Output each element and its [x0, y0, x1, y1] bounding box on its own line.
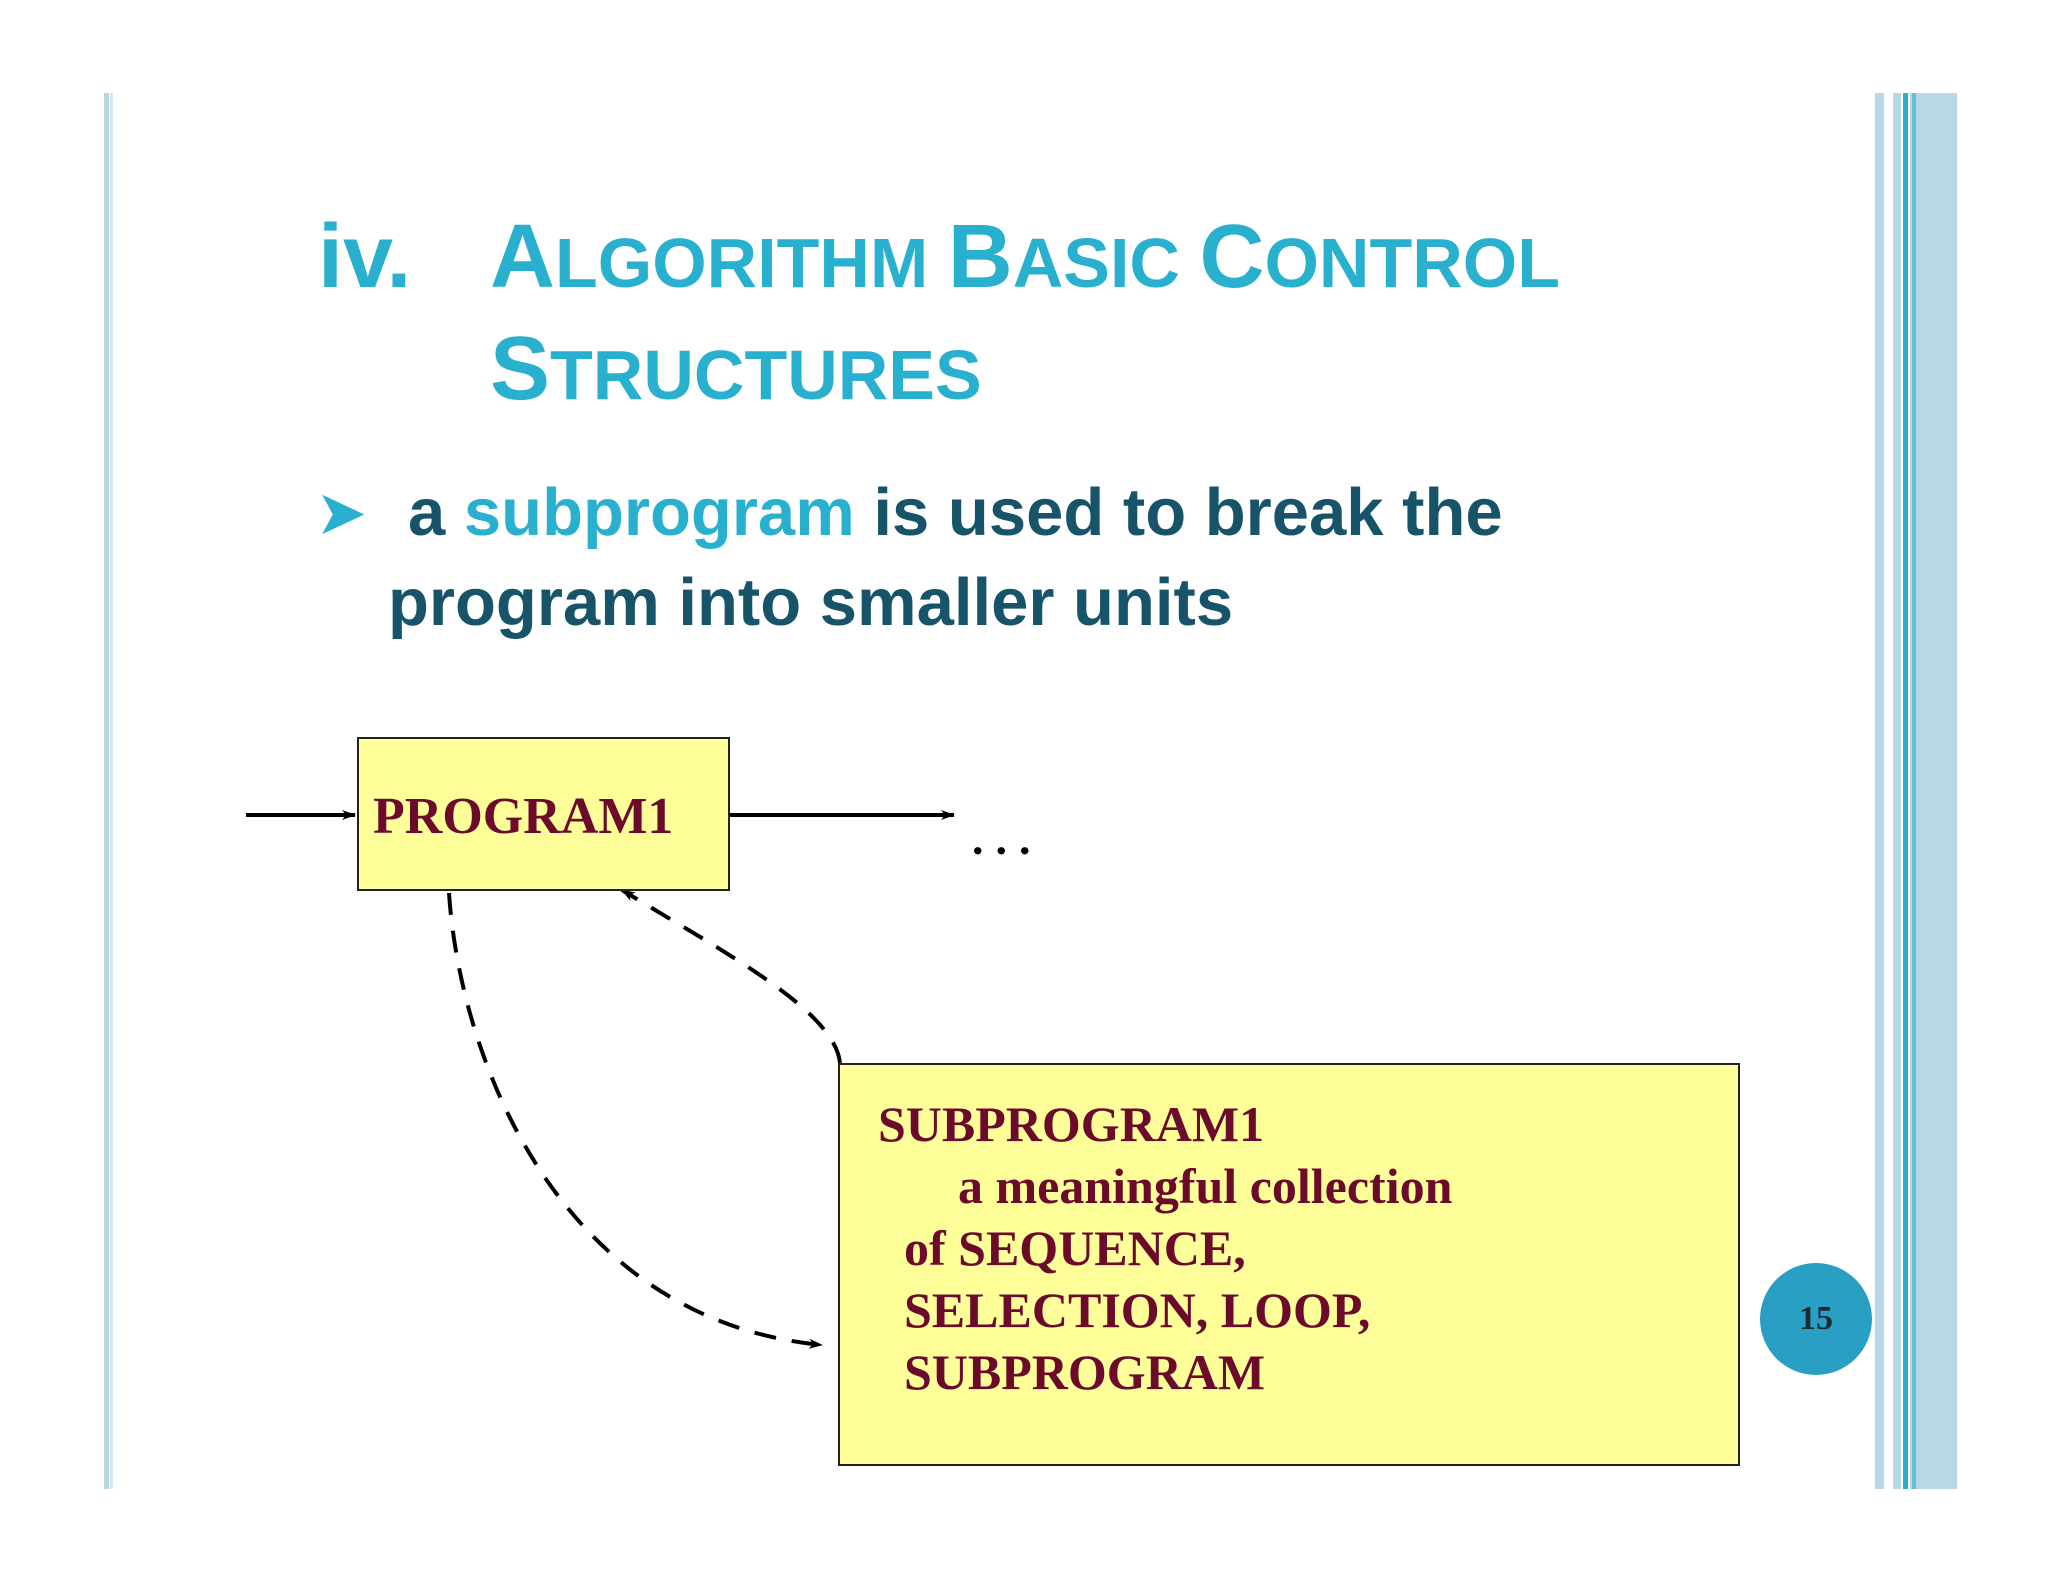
- title-fragment: C: [1199, 207, 1265, 307]
- subprogram-line-3: SELECTION, LOOP,: [904, 1282, 1371, 1338]
- right-border-stripe-5: [1912, 93, 1916, 1489]
- right-border-stripe-3: [1903, 93, 1908, 1489]
- program-box: PROGRAM1: [357, 737, 730, 891]
- bullet-prefix: a: [408, 475, 464, 550]
- title-fragment: TRUCTURES: [550, 336, 982, 414]
- subprogram-title: SUBPROGRAM1: [878, 1096, 1265, 1152]
- right-border-stripe-1: [1875, 93, 1884, 1489]
- call-arrow: [447, 892, 823, 1349]
- return-arrow: [620, 888, 842, 1064]
- bullet-highlight: subprogram: [463, 475, 855, 550]
- bullet-rest: is used to break the: [854, 475, 1503, 550]
- title-fragment: B: [947, 207, 1013, 307]
- left-border-stripe-inner: [110, 93, 113, 1489]
- right-border-stripe-2: [1893, 93, 1901, 1489]
- title-fragment: ONTROL: [1264, 224, 1560, 302]
- title-line-1: ALGORITHM BASIC CONTROL: [490, 200, 1560, 340]
- program-label: PROGRAM1: [373, 788, 674, 845]
- subprogram-line-2: of SEQUENCE,: [904, 1220, 1246, 1276]
- page-number-badge: 15: [1760, 1263, 1872, 1375]
- subprogram-box: SUBPROGRAM1 a meaningful collection of S…: [838, 1063, 1740, 1466]
- continuation-ellipsis: ...: [972, 813, 1043, 864]
- title-fragment: S: [490, 319, 551, 419]
- title-line-2: STRUCTURES: [490, 312, 982, 452]
- left-border-stripe-outer: [104, 93, 109, 1489]
- bullet-line-2: program into smaller units: [388, 565, 1234, 640]
- title-fragment: LGORITHM: [555, 224, 948, 302]
- right-border-stripe-4: [1910, 93, 1957, 1489]
- title-fragment: ASIC: [1012, 224, 1200, 302]
- subprogram-line-4: SUBPROGRAM: [904, 1344, 1266, 1400]
- title-fragment: A: [490, 207, 555, 307]
- subprogram-line-1: a meaningful collection: [958, 1158, 1453, 1214]
- section-number: iv.: [318, 207, 412, 307]
- bullet-line-1: a subprogram is used to break the: [408, 468, 1503, 558]
- arrow-bullet-icon: ➤: [318, 481, 365, 544]
